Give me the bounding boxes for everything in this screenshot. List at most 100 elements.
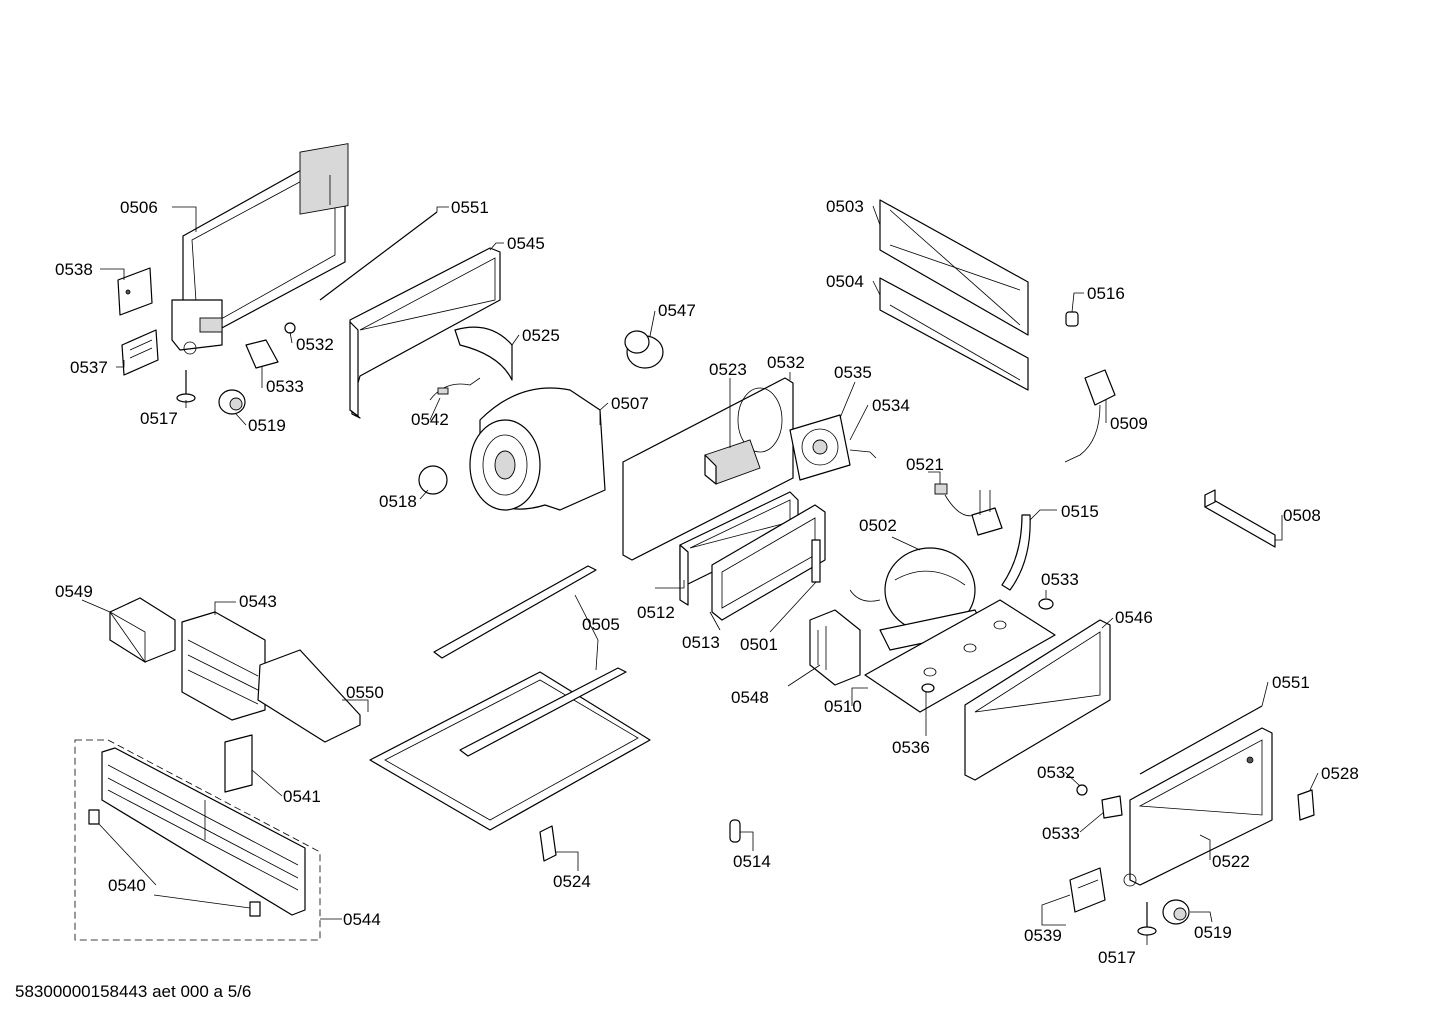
part-0542-sensor	[429, 377, 481, 401]
label-0510: 0510	[824, 697, 862, 716]
footer-drawing-number: 58300000158443 aet 000 a 5/6	[15, 982, 251, 1001]
part-0514-spring	[729, 819, 741, 843]
label-0536: 0536	[892, 738, 930, 757]
part-0546-panel	[964, 619, 1111, 781]
part-0517-foot	[176, 370, 196, 403]
part-0528-bracket	[1297, 789, 1315, 821]
part-0537-bracket	[121, 329, 159, 376]
label-0503: 0503	[826, 197, 864, 216]
label-0522: 0522	[1212, 852, 1250, 871]
part-0521-relay	[934, 483, 1003, 536]
label-0517: 0517	[1098, 948, 1136, 967]
label-0551: 0551	[1272, 673, 1310, 692]
label-0537: 0537	[70, 358, 108, 377]
label-0502: 0502	[859, 516, 897, 535]
part-0515-hose	[1001, 514, 1031, 591]
label-0507: 0507	[611, 394, 649, 413]
label-0533: 0533	[266, 377, 304, 396]
label-0542: 0542	[411, 410, 449, 429]
part-0549-bracket	[109, 597, 176, 664]
part-0533-clip	[245, 339, 279, 369]
part-0505-tray	[369, 667, 651, 831]
part-0533-grommet	[1038, 598, 1054, 610]
part-0517-foot-right	[1137, 902, 1157, 936]
label-0533: 0533	[1042, 824, 1080, 843]
part-0540-pad	[88, 809, 261, 917]
label-0515: 0515	[1061, 502, 1099, 521]
label-0506: 0506	[120, 198, 158, 217]
label-0508: 0508	[1283, 506, 1321, 525]
part-0541-bracket	[224, 734, 253, 793]
label-0545: 0545	[507, 234, 545, 253]
part-0519-roller-right	[1162, 899, 1190, 925]
part-0524-clip	[539, 825, 557, 862]
part-labels: 0506 0538 0537 0517 0519 0533 0532 0551 …	[55, 197, 1359, 967]
label-0514: 0514	[733, 852, 771, 871]
label-0516: 0516	[1087, 284, 1125, 303]
label-0532: 0532	[296, 335, 334, 354]
part-0545-panel	[349, 247, 501, 419]
label-0501: 0501	[740, 635, 778, 654]
label-0534: 0534	[872, 396, 910, 415]
part-0518-disk	[418, 465, 448, 495]
part-0510-base-plate	[864, 599, 1056, 713]
part-0504-panel	[879, 277, 1029, 391]
label-0505: 0505	[582, 615, 620, 634]
label-0512: 0512	[637, 603, 675, 622]
part-0508-bracket	[1204, 489, 1276, 548]
part-0505-rail	[433, 565, 597, 659]
part-0516-cap	[1065, 311, 1079, 327]
part-0532-screw	[284, 322, 296, 334]
part-0535-fan	[789, 414, 877, 481]
label-0528: 0528	[1321, 764, 1359, 783]
label-0546: 0546	[1115, 608, 1153, 627]
part-0536-grommet	[921, 683, 935, 693]
label-0533: 0533	[1041, 570, 1079, 589]
part-0507-fan-housing	[469, 387, 606, 511]
label-0519: 0519	[248, 416, 286, 435]
part-0532-screw-right	[1076, 784, 1088, 796]
part-0532-back-plate	[622, 377, 794, 561]
label-0548: 0548	[731, 688, 769, 707]
label-0551: 0551	[451, 198, 489, 217]
label-0524: 0524	[553, 872, 591, 891]
part-0551-rod-right	[1139, 705, 1263, 775]
label-0532: 0532	[767, 353, 805, 372]
leader-lines	[81, 205, 1319, 945]
label-0535: 0535	[834, 363, 872, 382]
part-0543-grille	[181, 611, 266, 721]
label-0532: 0532	[1037, 763, 1075, 782]
part-0509-power-cord	[1064, 369, 1116, 463]
part-0539-bracket	[1069, 867, 1106, 913]
part-0547-filter	[624, 330, 664, 369]
part-0519-roller	[218, 389, 246, 415]
part-0550-tray	[257, 649, 361, 743]
part-0503-panel	[879, 199, 1029, 336]
part-0522-control-frame	[1123, 727, 1273, 887]
label-0550: 0550	[346, 683, 384, 702]
label-0518: 0518	[379, 492, 417, 511]
label-0547: 0547	[658, 301, 696, 320]
label-0544: 0544	[343, 910, 381, 929]
label-0517: 0517	[140, 409, 178, 428]
label-0549: 0549	[55, 582, 93, 601]
part-0551-rod	[319, 211, 438, 301]
part-0548-box	[809, 609, 861, 686]
part-0544-front-grille	[74, 739, 321, 941]
label-0541: 0541	[283, 787, 321, 806]
part-0538-bracket	[117, 267, 153, 316]
label-0540: 0540	[108, 876, 146, 895]
label-0519: 0519	[1194, 923, 1232, 942]
label-0521: 0521	[906, 455, 944, 474]
label-0513: 0513	[682, 633, 720, 652]
label-0539: 0539	[1024, 926, 1062, 945]
part-0506-control-frame	[171, 143, 349, 355]
part-0533-clip-right	[1101, 795, 1123, 819]
label-0525: 0525	[522, 326, 560, 345]
label-0504: 0504	[826, 272, 864, 291]
label-0523: 0523	[709, 360, 747, 379]
label-0543: 0543	[239, 592, 277, 611]
label-0538: 0538	[55, 260, 93, 279]
part-0513-condenser	[711, 504, 826, 621]
